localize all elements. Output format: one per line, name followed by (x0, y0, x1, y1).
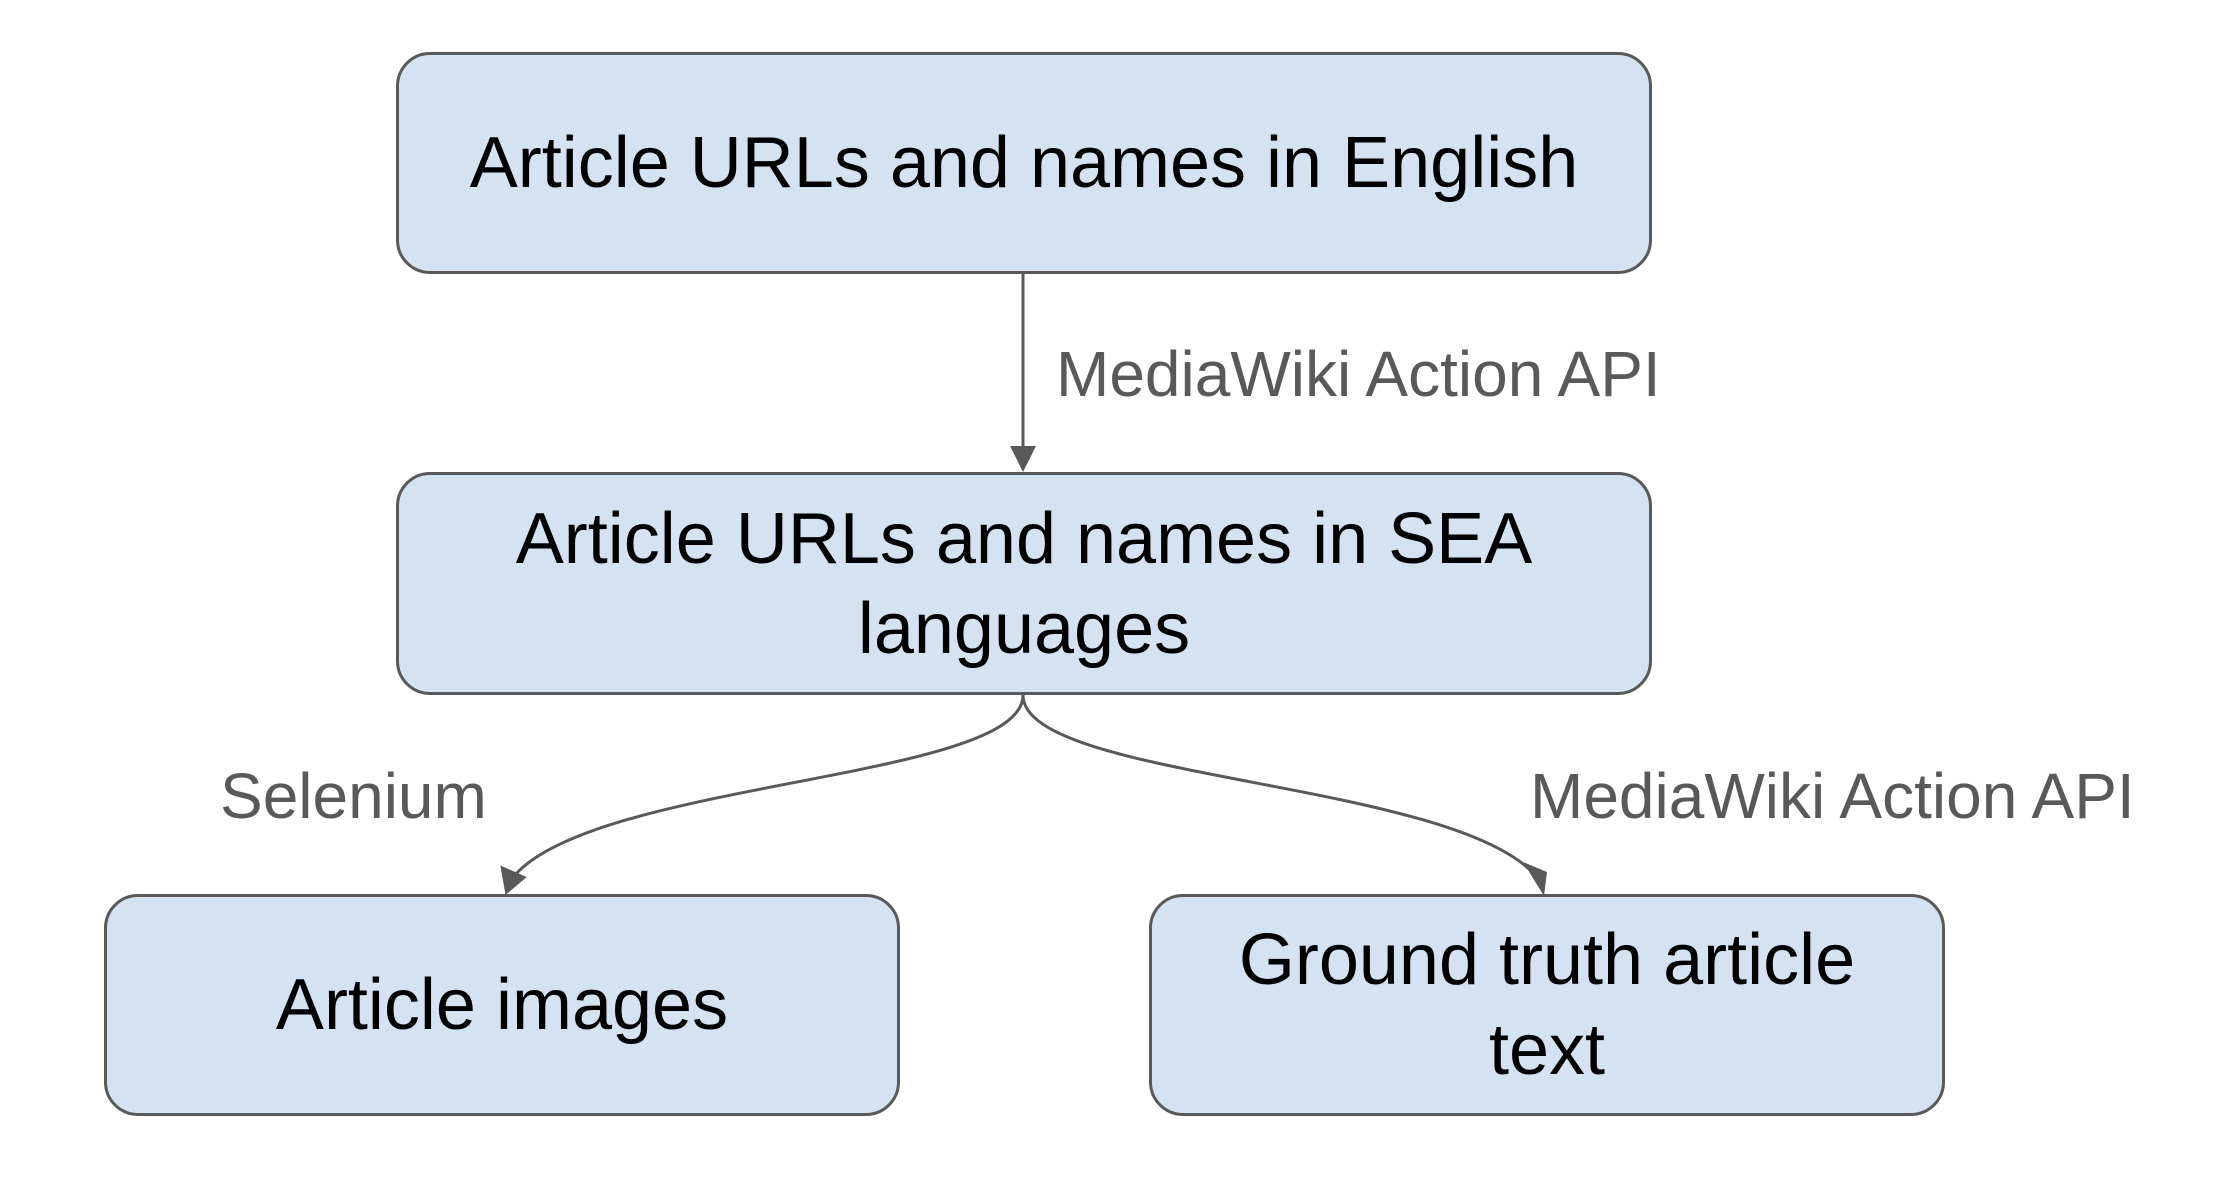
node-sea-articles: Article URLs and names in SEA languages (396, 472, 1652, 695)
node-english-articles-label: Article URLs and names in English (469, 123, 1579, 203)
edge-label-sea-to-text: MediaWiki Action API (1530, 760, 2135, 832)
node-ground-truth-text-label: Ground truth article text (1238, 920, 1856, 1090)
edge-sea-to-text (1021, 694, 1537, 877)
node-article-images: Article images (104, 894, 900, 1116)
node-english-articles: Article URLs and names in English (396, 52, 1652, 274)
node-sea-articles-label: Article URLs and names in SEA languages (515, 498, 1533, 669)
arrowhead-sea-to-text (1523, 862, 1547, 896)
edge-label-english-to-sea: MediaWiki Action API (1056, 338, 1661, 410)
node-ground-truth-text: Ground truth article text (1149, 894, 1945, 1116)
edge-label-sea-to-images: Selenium (220, 760, 487, 832)
node-article-images-label: Article images (275, 965, 729, 1045)
arrowhead-sea-to-images (500, 865, 527, 896)
arrowhead-english-to-sea (1010, 446, 1036, 472)
edge-sea-to-images (513, 694, 1025, 877)
